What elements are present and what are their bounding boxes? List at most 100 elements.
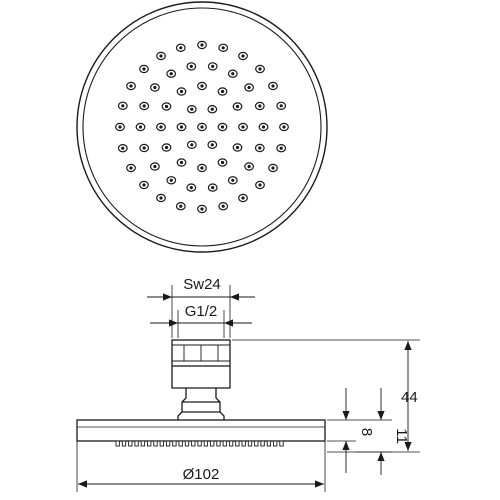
- nozzle-hole: [241, 54, 245, 58]
- nozzle-hole: [261, 125, 266, 129]
- nozzle-hole: [142, 183, 146, 187]
- nozzle-bumps: [115, 440, 284, 447]
- nozzle-hole: [164, 104, 169, 109]
- head-thickness-label: 8: [358, 428, 375, 436]
- nozzle-bump: [153, 440, 158, 447]
- nozzle-hole: [258, 146, 262, 150]
- nozzle-bump: [128, 440, 133, 447]
- nozzle-hole: [279, 146, 283, 150]
- nozzle-bump: [266, 440, 272, 447]
- head-height-label: 11: [393, 428, 410, 444]
- nozzle-bump: [254, 440, 259, 447]
- nozzle-hole: [179, 204, 183, 208]
- nozzle-hole: [247, 85, 251, 90]
- nozzle-hole: [221, 46, 225, 50]
- nozzle-hole: [121, 146, 125, 150]
- nozzle-hole: [231, 72, 235, 76]
- nozzle-hole: [159, 54, 163, 58]
- nozzle-hole: [179, 46, 183, 50]
- nozzle-hole: [258, 104, 262, 108]
- shower-plate-inner-circle: [82, 7, 322, 247]
- total-height-label: 44: [401, 389, 418, 406]
- nozzle-hole: [169, 72, 173, 76]
- nozzle-hole: [220, 160, 225, 165]
- nozzle-bump: [273, 440, 278, 447]
- nozzle-hole: [220, 89, 225, 94]
- nozzle-hole: [279, 104, 283, 108]
- nozzle-hole: [169, 178, 173, 182]
- nozzle-hole: [211, 186, 215, 190]
- nozzle-hole: [129, 84, 133, 88]
- nozzle-bump: [235, 440, 240, 447]
- nozzle-hole: [210, 107, 214, 111]
- nozzle-bump: [228, 440, 234, 447]
- nozzle-bump: [216, 440, 221, 447]
- nozzle-bump: [222, 440, 227, 447]
- nozzle-bump: [121, 440, 127, 447]
- nozzle-hole: [235, 104, 240, 109]
- nozzle-hole: [241, 125, 245, 129]
- dimension-lines: Sw24 G1/2 44 8 11 Ø102: [76, 276, 420, 492]
- nozzle-bump: [115, 440, 120, 447]
- nozzle-hole: [258, 67, 262, 71]
- nozzle-bump: [178, 440, 183, 447]
- nozzle-bump: [247, 440, 253, 447]
- nozzle-hole: [153, 85, 157, 90]
- nozzle-hole: [121, 104, 125, 108]
- nozzle-hole: [282, 125, 286, 129]
- nozzle-hole: [189, 186, 193, 190]
- nozzle-bump: [140, 440, 146, 447]
- nozzle-hole: [211, 64, 215, 68]
- nozzle-hole: [118, 125, 122, 129]
- nozzle-hole: [138, 125, 143, 129]
- nozzle-hole: [164, 145, 169, 150]
- nozzle-hole: [190, 143, 194, 147]
- nozzle-bump: [260, 440, 265, 447]
- nozzle-bump: [203, 440, 209, 447]
- nozzle-hole: [159, 125, 163, 129]
- nozzle-hole: [189, 64, 193, 68]
- nozzle-hole: [200, 166, 204, 170]
- shower-plate-outer-circle: [76, 1, 328, 253]
- hex-nut: [171, 339, 231, 367]
- nozzle-bump: [184, 440, 190, 447]
- nozzle-hole: [153, 164, 157, 169]
- nozzle-bump: [159, 440, 164, 447]
- nozzle-hole: [258, 183, 262, 187]
- nozzle-hole: [159, 196, 163, 200]
- connector-body: [171, 366, 231, 389]
- nozzle-hole: [179, 125, 184, 129]
- wrench-size-label: Sw24: [183, 276, 221, 293]
- nozzle-hole: [271, 166, 275, 170]
- nozzle-hole: [200, 43, 204, 47]
- nozzle-hole: [190, 107, 194, 111]
- nozzle-hole: [129, 166, 133, 170]
- diameter-label: Ø102: [183, 466, 220, 483]
- nozzle-hole: [200, 207, 204, 211]
- nozzle-bump: [210, 440, 215, 447]
- nozzle-bump: [197, 440, 202, 447]
- nozzle-hole: [200, 84, 204, 88]
- nozzle-hole: [247, 164, 251, 169]
- nozzle-pattern: [115, 40, 289, 214]
- nozzle-hole: [271, 84, 275, 88]
- nozzle-hole: [142, 104, 146, 108]
- nozzle-hole: [179, 160, 184, 165]
- nozzle-bump: [147, 440, 152, 447]
- thread-label: G1/2: [185, 303, 218, 320]
- nozzle-hole: [200, 125, 204, 129]
- nozzle-hole: [142, 67, 146, 71]
- nozzle-hole: [142, 146, 146, 150]
- nozzle-hole: [235, 145, 240, 150]
- nozzle-hole: [221, 204, 225, 208]
- nozzle-bump: [172, 440, 177, 447]
- nozzle-hole: [210, 143, 214, 147]
- nozzle-bump: [134, 440, 139, 447]
- nozzle-hole: [179, 89, 184, 94]
- nozzle-bump: [241, 440, 246, 447]
- top-view: [76, 1, 328, 253]
- nozzle-hole: [241, 196, 245, 200]
- side-view: [76, 339, 326, 447]
- nozzle-hole: [220, 125, 225, 129]
